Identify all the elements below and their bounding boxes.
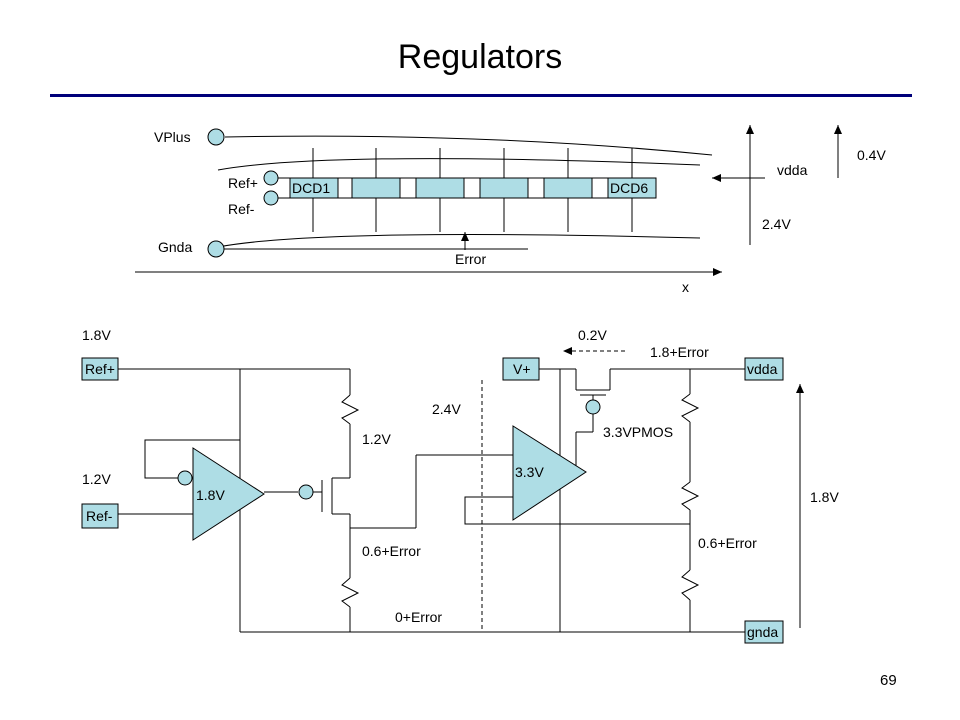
ref-minus-voltage: 1.2V xyxy=(82,471,111,487)
gnda-terminal xyxy=(207,240,225,258)
ref-plus-label: Ref+ xyxy=(228,175,258,191)
v-0-2-label: 0.2V xyxy=(578,327,607,343)
resistor-right-bottom xyxy=(681,569,700,601)
vdda-label: vdda xyxy=(777,162,808,178)
vplus-rail xyxy=(224,135,713,156)
opamp-1 xyxy=(192,447,265,541)
opamp-1-label: 1.8V xyxy=(196,487,225,503)
vplus-box-label: V+ xyxy=(513,361,531,377)
vdda-box xyxy=(744,357,784,381)
opamp-2 xyxy=(512,425,587,521)
ref-plus-box-label: Ref+ xyxy=(85,361,115,377)
ref-minus-terminal xyxy=(263,190,279,206)
gnda-curve xyxy=(217,234,701,248)
v-2-4-label: 2.4V xyxy=(762,216,791,232)
v-0-4-label: 0.4V xyxy=(857,147,886,163)
resistor-top xyxy=(341,394,360,425)
ref-minus-box-label: Ref- xyxy=(86,508,113,524)
dcd1-block xyxy=(289,177,339,199)
opamp-1-minus-terminal xyxy=(177,470,193,486)
v-1-8-right-label: 1.8V xyxy=(810,489,839,505)
node-1-2-label: 1.2V xyxy=(362,431,391,447)
ref-minus-box xyxy=(81,503,119,529)
dcd-ticks xyxy=(312,148,633,232)
slide-title: Regulators xyxy=(397,38,563,76)
node-0-left-label: 0+Error xyxy=(395,609,442,625)
dcd4-block xyxy=(479,177,529,199)
dcd3-block xyxy=(415,177,465,199)
page-number: 69 xyxy=(880,672,897,689)
dcd6-block xyxy=(607,177,657,199)
mid-2-4-label: 2.4V xyxy=(432,401,461,417)
gate-terminal xyxy=(298,484,314,500)
error-label: Error xyxy=(455,251,486,267)
vdda-box-label: vdda xyxy=(747,361,778,377)
node-0-6-right-label: 0.6+Error xyxy=(698,535,757,551)
node-0-6-left-label: 0.6+Error xyxy=(362,543,421,559)
vplus-terminal xyxy=(207,128,225,146)
bottom-diagram: Ref+ 1.8V 1.2V 0.6+Error xyxy=(81,327,839,644)
gnda-box-label: gnda xyxy=(747,624,778,640)
resistor-right-top xyxy=(681,393,700,423)
x-axis-label: x xyxy=(682,279,689,295)
ref-plus-curve xyxy=(217,158,701,171)
dcd6-label: DCD6 xyxy=(610,180,648,196)
gnda-label: Gnda xyxy=(158,239,192,255)
pmos-label: 3.3VPMOS xyxy=(603,424,673,440)
vplus-label: VPlus xyxy=(154,129,191,145)
ref-plus-terminal xyxy=(263,170,279,186)
ref-minus-label: Ref- xyxy=(228,201,255,217)
top-diagram: DCD1 DCD6 VPlus Ref+ Ref- Gnda Error x v… xyxy=(135,125,886,295)
pmos-gate-terminal xyxy=(585,399,601,415)
opamp-2-label: 3.3V xyxy=(515,464,544,480)
dcd2-block xyxy=(351,177,401,199)
ref-plus-voltage: 1.8V xyxy=(82,327,111,343)
dcd1-label: DCD1 xyxy=(292,180,330,196)
opamp-1-feedback xyxy=(144,439,240,479)
opamp-2-feedback xyxy=(464,496,690,525)
gnda-box xyxy=(744,620,784,644)
out-1-8-error-label: 1.8+Error xyxy=(650,344,709,360)
dcd5-block xyxy=(543,177,593,199)
resistor-bottom xyxy=(341,577,360,608)
title-rule xyxy=(50,94,912,97)
resistor-right-mid xyxy=(681,481,700,511)
